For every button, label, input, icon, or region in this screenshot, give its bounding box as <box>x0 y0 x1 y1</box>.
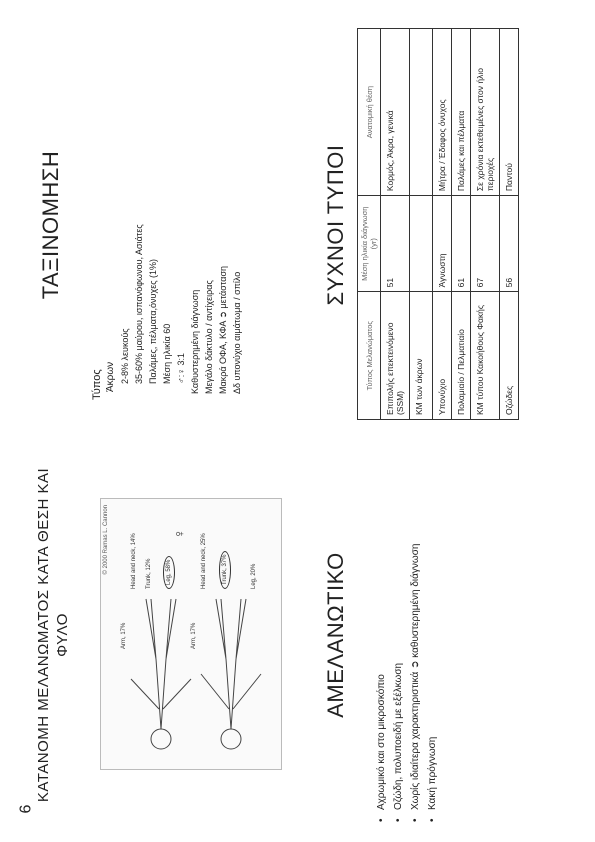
figure-label: Leg, 20% <box>251 563 257 589</box>
female-symbol-icon: ♀ <box>171 528 187 540</box>
figure-label: Trunk, 37% <box>219 550 231 589</box>
slide-content: ΑΜΕΛΑΝΩΤΙΚΟ Αχρωμικό και στο μικροσκόπιο… <box>305 430 585 840</box>
bullet-item: 2-8% λευκούς <box>120 328 130 384</box>
table-cell: ΚΜ τύπου Κακοήθους Φακής <box>470 291 500 420</box>
bullet-item: Μέση ηλικία 60 <box>162 323 172 384</box>
bullet-item: Άκρων <box>105 361 116 392</box>
table-row: Οζώδες 56 Παντού <box>499 28 519 420</box>
bullet-item: Καθυστερημένη διάγνωση <box>190 289 200 394</box>
slide-katanomi: ΚΑΤΑΝΟΜΗ ΜΕΛΑΝΩΜΑΤΟΣ ΚΑΤΑ ΘΕΣΗ ΚΑΙ ΦΥΛΟ … <box>20 430 300 840</box>
column-header: Μέση ηλικία διάγνωση (yr) <box>357 195 381 292</box>
table-cell: 61 <box>451 195 471 292</box>
table-header-row: Τύπος Μελανώματος Μέση ηλικία διάγνωση (… <box>357 28 381 420</box>
table-row: ΚΜ τύπου Κακοήθους Φακής 67 Σε χρόνια εκ… <box>470 28 500 420</box>
table-cell: 51 <box>380 195 410 292</box>
bullet-item: 35-60% μαύρου, ισπανόφωνου, Ασιάτες <box>134 224 144 384</box>
figure-label: Arm, 17% <box>191 622 197 649</box>
table-cell: Άγνωστη <box>432 195 452 292</box>
bullet-item: Κακή πρόγνωση <box>426 460 440 810</box>
bullet-item: Μακρά ΟΦΑ, ΚΦΑ ➲ μετάσταση <box>218 266 228 394</box>
table-cell: Μήτρα / Έδαφος όνυχος <box>432 28 452 196</box>
table-cell: Παλάμες και πέλματα <box>451 28 471 196</box>
slide-content: ΚΑΤΑΝΟΜΗ ΜΕΛΑΝΩΜΑΤΟΣ ΚΑΤΑ ΘΕΣΗ ΚΑΙ ΦΥΛΟ … <box>20 430 300 840</box>
table-cell: Υπονύχιο <box>432 291 452 420</box>
slide-syxnoi-typoi: ΣΥΧΝΟΙ ΤΥΠΟΙ Τύπος Μελανώματος Μέση ηλικ… <box>305 20 585 430</box>
table-cell: 67 <box>470 195 500 292</box>
figure-label: Arm, 17% <box>121 622 127 649</box>
table-row: ΚΜ των άκρων <box>409 28 433 420</box>
table-row: Πολαμιαίο / Πελματιαίο 61 Παλάμες και πέ… <box>451 28 471 420</box>
bullet-item: Δδ υπονύχιο αιμάτωμα / σπίλο <box>232 271 242 394</box>
slide-bullets: Τύπος Άκρων 2-8% λευκούς 35-60% μαύρου, … <box>90 36 244 400</box>
bullet-item: Μεγάλο δάκτυλο / αντίχειρας <box>204 280 214 394</box>
slide-content: ΣΥΧΝΟΙ ΤΥΠΟΙ Τύπος Μελανώματος Μέση ηλικ… <box>305 20 585 430</box>
body-silhouettes-illustration <box>130 598 262 750</box>
table-cell: Κορμός, Άκρα, γενικά <box>380 28 410 196</box>
table-cell: Επιπολής επεκτεινόμενο (SSM) <box>380 291 410 420</box>
slide-title: ΑΜΕΛΑΝΩΤΙΚΟ <box>323 552 348 718</box>
slide-title: ΣΥΧΝΟΙ ΤΥΠΟΙ <box>323 144 348 306</box>
slide-title: ΚΑΤΑΝΟΜΗ ΜΕΛΑΝΩΜΑΤΟΣ ΚΑΤΑ ΘΕΣΗ ΚΑΙ ΦΥΛΟ <box>35 467 71 803</box>
column-header: Ανατομική θέση <box>357 28 381 196</box>
table-cell: Σε χρόνια εκτεθειμένες στον ήλιο περιοχέ… <box>470 28 500 196</box>
bullet-item: Τύπος <box>91 369 103 400</box>
figure-label: Head and neck, 14% <box>131 533 137 589</box>
figure-label: Leg, 58% <box>163 555 175 589</box>
slide-title: ΤΑΞΙΝΟΜΗΣΗ <box>38 150 63 300</box>
table-cell: Οζώδες <box>499 291 519 420</box>
figure-label: Head and neck, 25% <box>201 533 207 589</box>
table-cell: Πολαμιαίο / Πελματιαίο <box>451 291 471 420</box>
table-row: Επιπολής επεκτεινόμενο (SSM) 51 Κορμός, … <box>380 28 410 420</box>
bullet-item: Παλάμες, πέλματα,όνυχες (1%) <box>148 258 158 384</box>
slide-amelanotiko-real: ΑΜΕΛΑΝΩΤΙΚΟ Αχρωμικό και στο μικροσκόπιο… <box>305 430 585 840</box>
page-number: 6 <box>17 804 35 814</box>
table-cell <box>409 28 433 196</box>
bullet-item: Οζώδη, πολυποειδή με εξέλκωση <box>392 460 406 810</box>
slide-bullets: Αχρωμικό και στο μικροσκόπιο Οζώδη, πολυ… <box>375 460 443 810</box>
table-cell <box>409 195 433 292</box>
body-distribution-figure: © 2000 Ramas L. Cannon Head and neck, 14… <box>100 498 282 770</box>
bullet-item: Αχρωμικό και στο μικροσκόπιο <box>375 460 389 810</box>
bullet-item: ♂:♀ 3:1 <box>176 352 186 384</box>
table-cell: ΚΜ των άκρων <box>409 291 433 420</box>
bullet-item: Χωρίς ιδιαίτερα χαρακτηριστικά ➲ καθυστε… <box>409 460 423 810</box>
table-cell: 56 <box>499 195 519 292</box>
slide-taxinomisi: ΤΑΞΙΝΟΜΗΣΗ Τύπος Άκρων 2-8% λευκούς 35-6… <box>20 20 300 430</box>
table-row: Υπονύχιο Άγνωστη Μήτρα / Έδαφος όνυχος <box>432 28 452 420</box>
column-header: Τύπος Μελανώματος <box>357 291 381 420</box>
figure-credit: © 2000 Ramas L. Cannon <box>103 505 109 575</box>
slide-content: ΤΑΞΙΝΟΜΗΣΗ Τύπος Άκρων 2-8% λευκούς 35-6… <box>20 20 300 430</box>
melanoma-types-table: Τύπος Μελανώματος Μέση ηλικία διάγνωση (… <box>357 28 519 420</box>
figure-label: Trunk, 12% <box>146 558 152 589</box>
table-cell: Παντού <box>499 28 519 196</box>
